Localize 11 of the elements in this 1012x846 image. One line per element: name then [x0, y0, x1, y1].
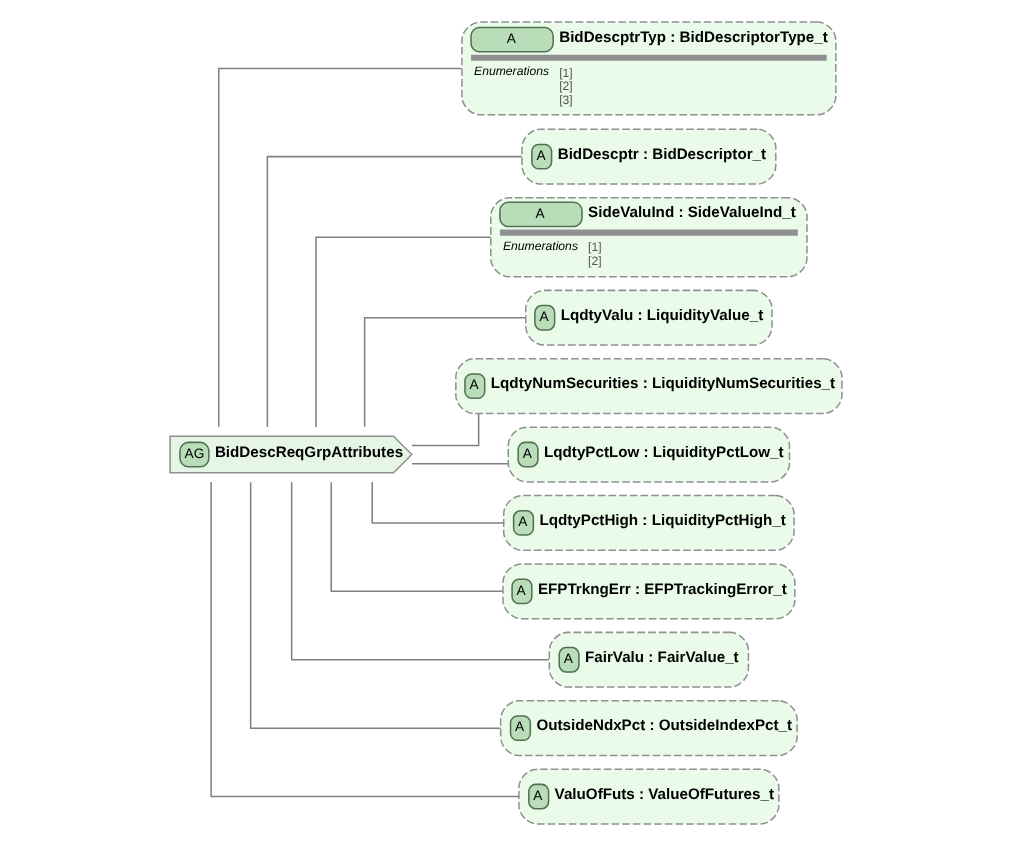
connector	[266, 155, 523, 428]
connector	[363, 317, 527, 428]
connector	[330, 481, 504, 593]
connector	[249, 481, 502, 729]
connector	[217, 67, 463, 428]
connector	[315, 236, 492, 428]
connector	[290, 481, 550, 661]
connector	[371, 481, 505, 524]
connector	[210, 481, 520, 798]
connector	[411, 412, 480, 447]
connector	[411, 462, 509, 465]
